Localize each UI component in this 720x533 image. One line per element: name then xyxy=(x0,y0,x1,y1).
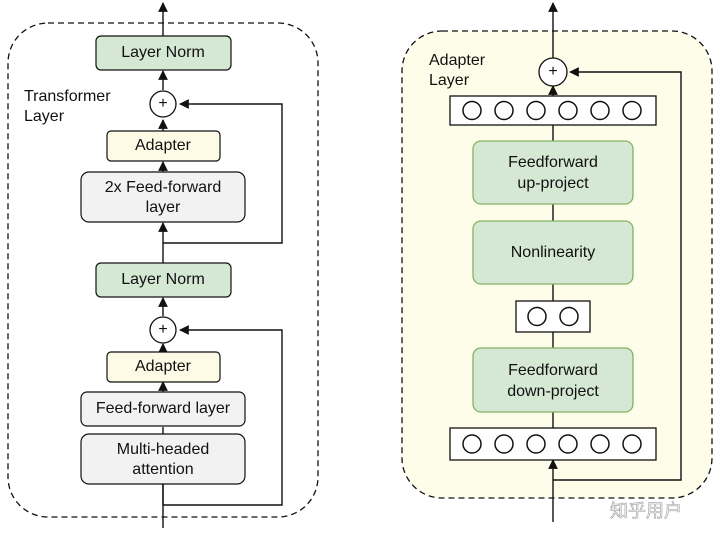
layer-norm-bottom-label: Layer Norm xyxy=(121,271,205,288)
vector-unit xyxy=(494,100,514,121)
plus-top-label: + xyxy=(158,95,167,112)
watermark: 知乎用户 xyxy=(610,501,682,522)
vector-unit xyxy=(590,434,610,454)
adapter-caption-line1: Adapter xyxy=(429,52,486,69)
adapter-bottom-box: Adapter xyxy=(106,351,221,383)
vector-unit xyxy=(622,100,642,121)
vector-unit xyxy=(526,100,546,121)
adapter-top-label: Adapter xyxy=(135,137,192,154)
feedforward-down-project-box: Feedforward down-project xyxy=(472,347,634,413)
nonlinearity-box: Nonlinearity xyxy=(472,220,634,285)
transformer-caption-line1: Transformer xyxy=(24,88,111,105)
feedforward-up-project-box: Feedforward up-project xyxy=(472,140,634,205)
feed-forward-2x-label-line2: layer xyxy=(146,199,181,216)
vector-unit xyxy=(462,100,482,121)
adapter-plus-label: + xyxy=(548,63,557,80)
vector-unit xyxy=(559,306,579,327)
bottleneck-vector xyxy=(515,300,591,333)
feed-forward-2x-label-line1: 2x Feed-forward xyxy=(105,179,222,196)
feed-forward-layer-box: Feed-forward layer xyxy=(80,391,246,427)
feed-forward-layer-label: Feed-forward layer xyxy=(96,400,231,417)
layer-norm-top-box: Layer Norm xyxy=(95,35,232,71)
vector-unit xyxy=(558,434,578,454)
vector-unit xyxy=(558,100,578,121)
add-node-top: + xyxy=(149,90,177,118)
add-node-bottom: + xyxy=(149,316,177,344)
vector-unit xyxy=(462,434,482,454)
adapter-skip-connection xyxy=(553,67,682,481)
residual-connection-top xyxy=(163,99,283,244)
attention-label-line2: attention xyxy=(132,461,193,478)
layer-norm-bottom-box: Layer Norm xyxy=(95,262,232,298)
adapter-top-box: Adapter xyxy=(106,130,221,162)
adapter-bottom-label: Adapter xyxy=(135,358,192,375)
ff-down-label-line2: down-project xyxy=(507,383,599,400)
plus-bottom-label: + xyxy=(158,321,167,338)
input-vector xyxy=(449,427,657,461)
layer-norm-top-label: Layer Norm xyxy=(121,44,205,61)
output-vector xyxy=(449,95,657,126)
vector-unit xyxy=(527,306,547,327)
ff-down-label-line1: Feedforward xyxy=(508,362,598,379)
ff-up-label-line2: up-project xyxy=(517,175,589,192)
vector-unit xyxy=(494,434,514,454)
multi-headed-attention-box: Multi-headed attention xyxy=(80,433,246,485)
residual-connection-bottom xyxy=(163,325,283,506)
ff-up-label-line1: Feedforward xyxy=(508,154,598,171)
adapter-add-node: + xyxy=(538,57,568,87)
feed-forward-2x-box: 2x Feed-forward layer xyxy=(80,171,246,223)
transformer-caption-line2: Layer xyxy=(24,108,65,125)
vector-unit xyxy=(526,434,546,454)
nonlinearity-label: Nonlinearity xyxy=(511,244,595,261)
vector-unit xyxy=(622,434,642,454)
vector-unit xyxy=(590,100,610,121)
adapter-caption-line2: Layer xyxy=(429,72,470,89)
attention-label-line1: Multi-headed xyxy=(117,441,210,458)
